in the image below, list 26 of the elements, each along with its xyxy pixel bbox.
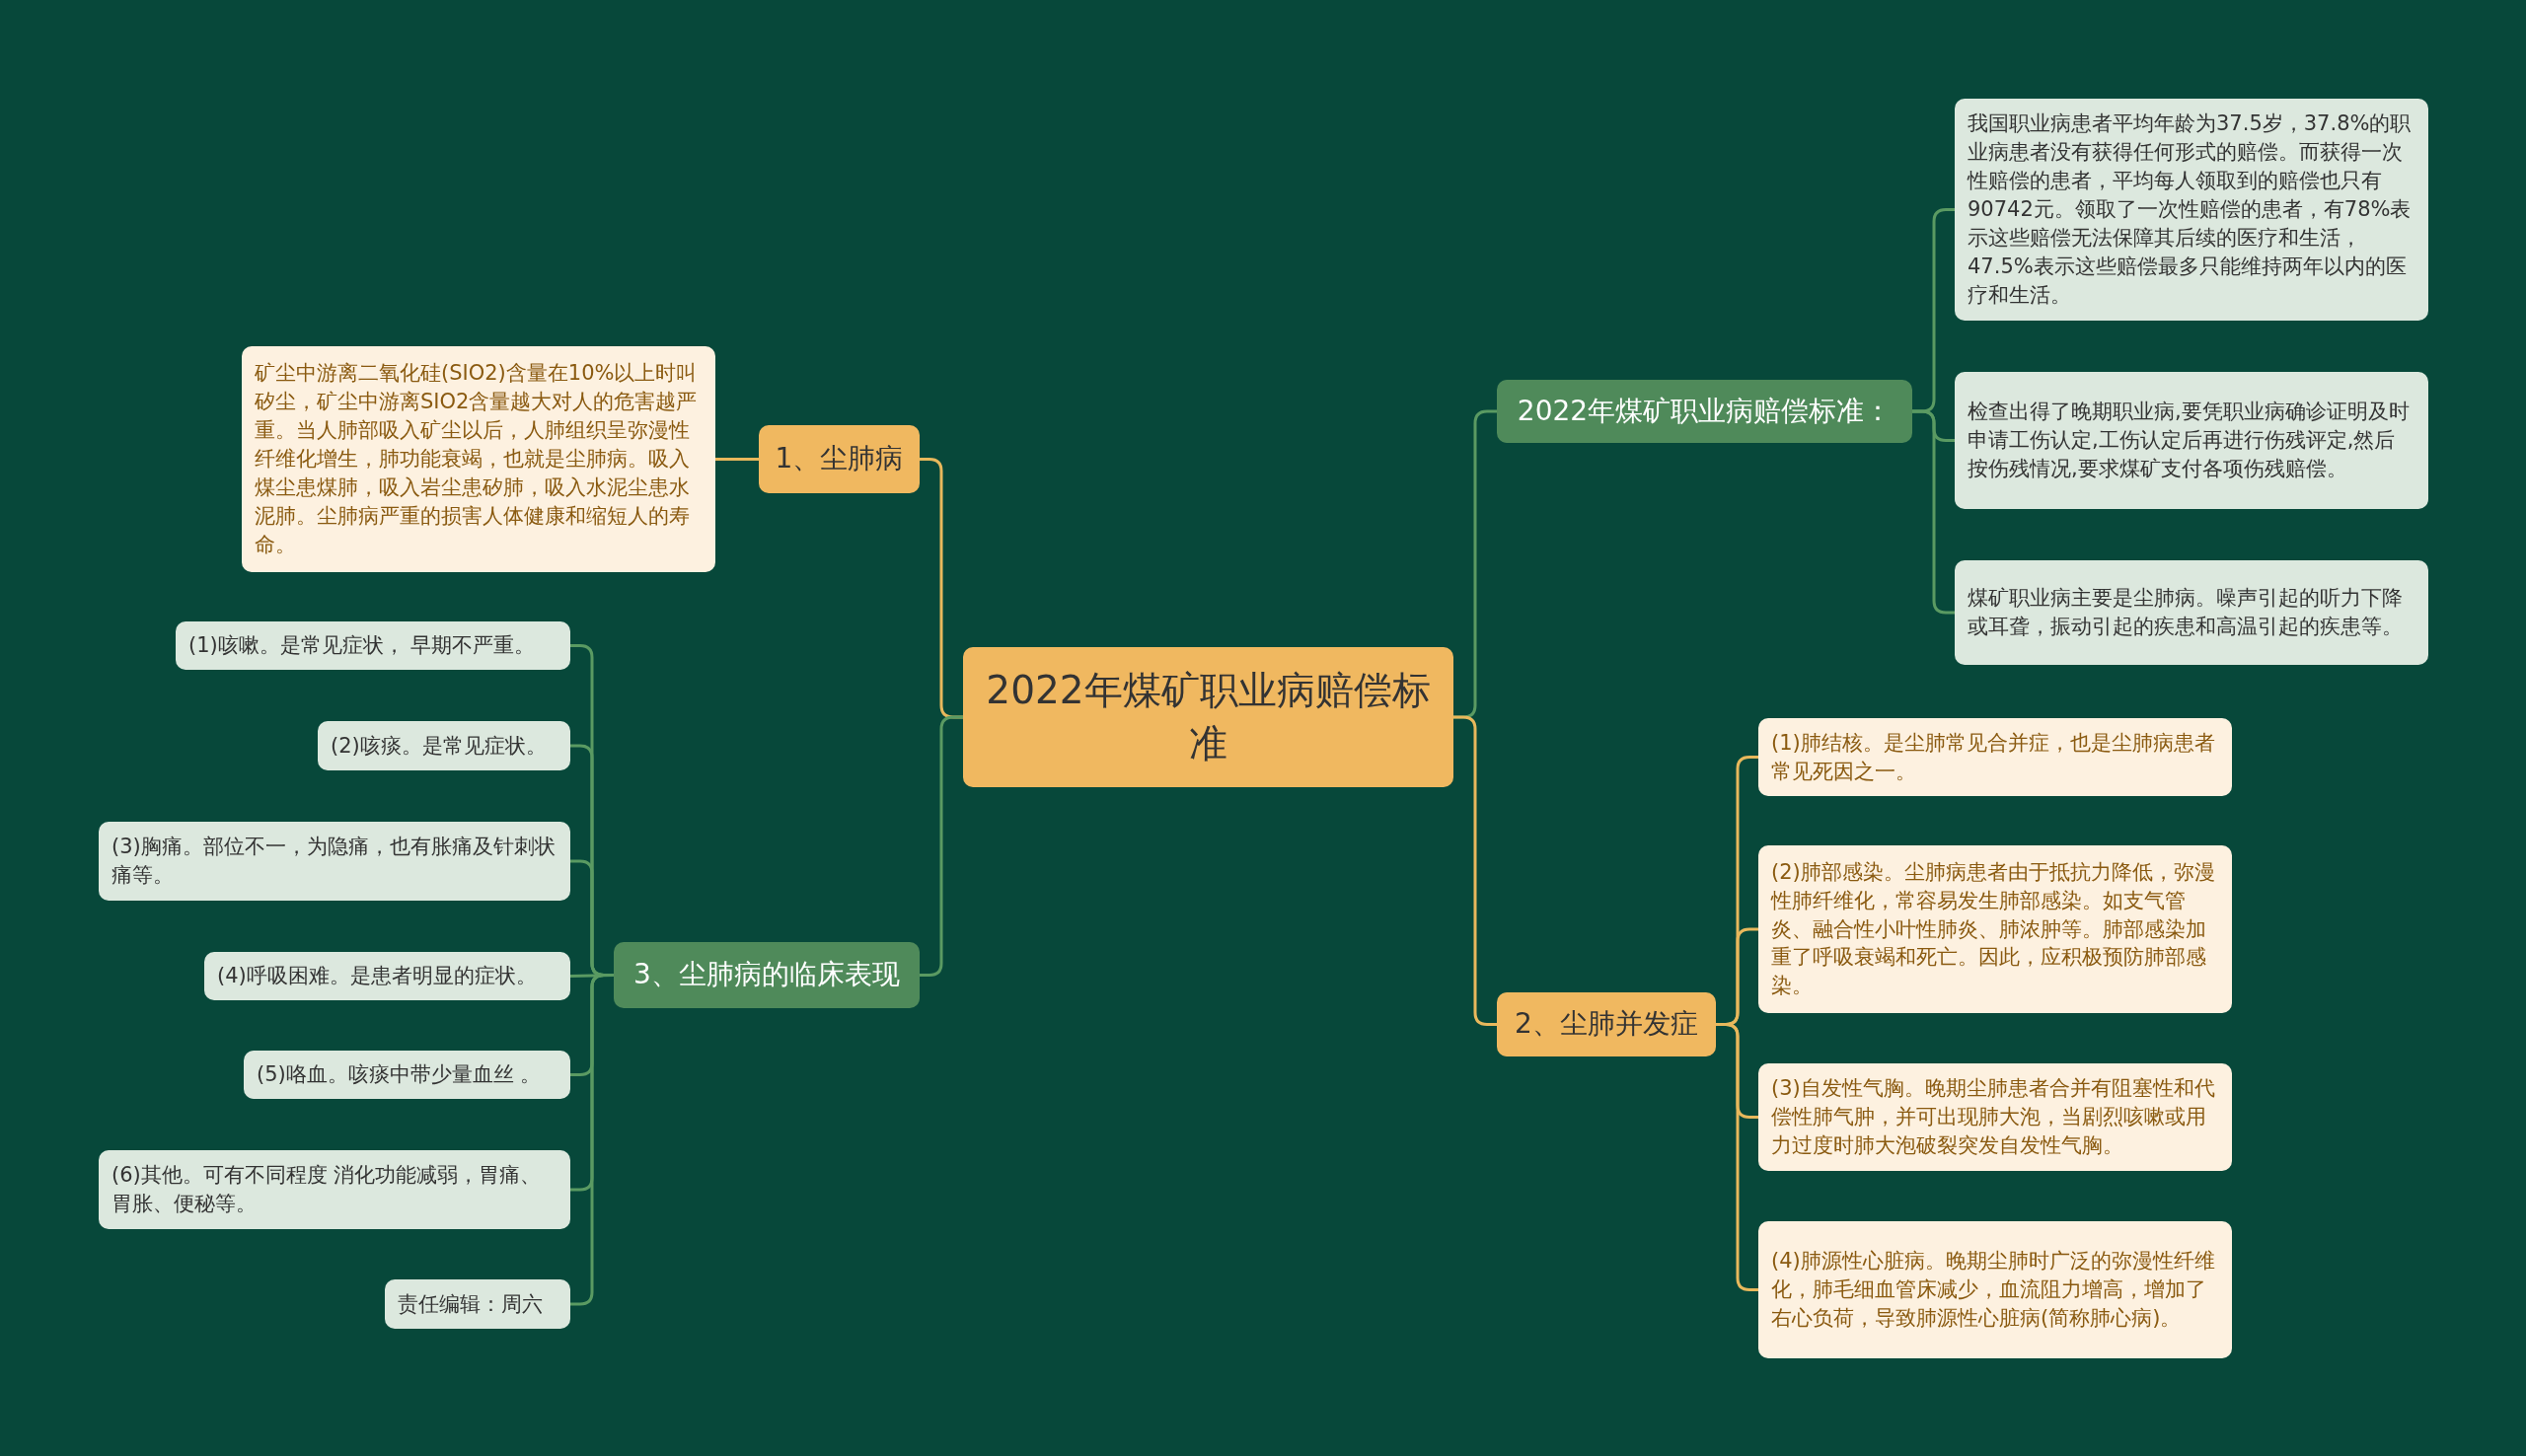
topic-box: 2、尘肺并发症	[1497, 992, 1716, 1056]
connector	[1716, 1023, 1758, 1291]
note-box: (4)呼吸困难。是患者明显的症状。	[204, 952, 570, 1000]
connector	[1453, 715, 1497, 1026]
note-box: (3)胸痛。部位不一，为隐痛，也有胀痛及针刺状痛等。	[99, 822, 570, 901]
note-box: 我国职业病患者平均年龄为37.5岁，37.8%的职业病患者没有获得任何形式的赔偿。而获得一次性赔偿的患者，平均每人领取到的赔偿也只有90742元。领取了一次性赔偿的患者，有78%表示这些赔偿无法保障其后续的医疗和生活，47.5%表示这些赔偿最多只能维持两年以内的医疗和生活。	[1955, 99, 2428, 321]
central-topic-box: 2022年煤矿职业病赔偿标准	[963, 647, 1453, 787]
note-box: 矿尘中游离二氧化硅(SIO2)含量在10%以上时叫矽尘，矿尘中游离SIO2含量越大对人的危害越严重。当人肺部吸入矿尘以后，人肺组织呈弥漫性纤维化增生，肺功能衰竭，也就是尘肺病。吸入煤尘患煤肺，吸入岩尘患矽肺，吸入水泥尘患水泥肺。尘肺病严重的损害人体健康和缩短人的寿命。	[242, 346, 715, 572]
note-box: (4)肺源性心脏病。晚期尘肺时广泛的弥漫性纤维化，肺毛细血管床减少，血流阻力增高，增加了右心负荷，导致肺源性心脏病(简称肺心病)。	[1758, 1221, 2232, 1358]
note-box: (1)肺结核。是尘肺常见合并症，也是尘肺病患者常见死因之一。	[1758, 718, 2232, 796]
note-box: (6)其他。可有不同程度 消化功能减弱，胃痛、胃胀、便秘等。	[99, 1150, 570, 1229]
connector	[920, 715, 963, 977]
note-box: 煤矿职业病主要是尘肺病。噪声引起的听力下降或耳聋，振动引起的疾患和高温引起的疾患等。	[1955, 560, 2428, 665]
note-box: (3)自发性气胸。晚期尘肺患者合并有阻塞性和代偿性肺气肿，并可出现肺大泡，当剧烈咳嗽或用力过度时肺大泡破裂突发自发性气胸。	[1758, 1063, 2232, 1171]
topic-box: 2022年煤矿职业病赔偿标准：	[1497, 380, 1912, 443]
note-box: (5)咯血。咳痰中带少量血丝 。	[244, 1051, 570, 1099]
connector	[1912, 409, 1955, 615]
connector	[715, 458, 759, 461]
note-box: (1)咳嗽。是常见症状， 早期不严重。	[176, 621, 570, 670]
note-box: (2)咳痰。是常见症状。	[318, 721, 570, 770]
topic-box: 1、尘肺病	[759, 425, 920, 493]
note-box: 责任编辑：周六	[385, 1279, 570, 1329]
topic-box: 3、尘肺病的临床表现	[614, 942, 920, 1008]
connector	[570, 974, 614, 1306]
note-box: (2)肺部感染。尘肺病患者由于抵抗力降低，弥漫性肺纤维化，常容易发生肺部感染。如支气管炎、融合性小叶性肺炎、肺浓肿等。肺部感染加重了呼吸衰竭和死亡。因此，应积极预防肺部感染。	[1758, 845, 2232, 1013]
note-box: 检查出得了晚期职业病,要凭职业病确诊证明及时申请工伤认定,工伤认定后再进行伤残评定,然后按伤残情况,要求煤矿支付各项伤残赔偿。	[1955, 372, 2428, 509]
